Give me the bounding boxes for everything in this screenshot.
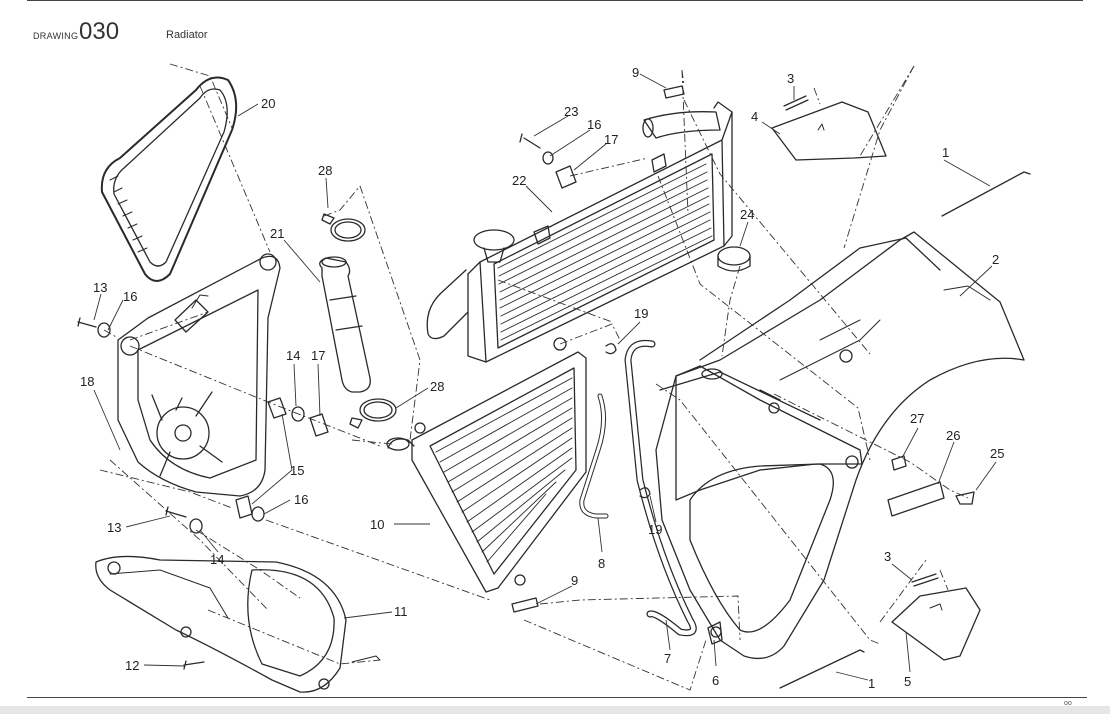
- callout-13-lower: 13: [107, 520, 121, 535]
- assembly-lines: [99, 63, 969, 691]
- callout-28: 28: [318, 163, 332, 178]
- callout-16-upper: 16: [587, 117, 601, 132]
- drawing-number: 030: [79, 18, 120, 45]
- callout-2: 2: [992, 252, 999, 267]
- callout-6: 6: [712, 673, 719, 688]
- callout-16-lower: 16: [294, 492, 308, 507]
- part-10-lower-radiator: [386, 337, 587, 593]
- callout-1-lower: 1: [868, 676, 875, 691]
- part-11-lower-cover: [95, 555, 381, 693]
- callout-labels: 20 28 21 13 16 18 14 17 15 28 13 14 16 1…: [80, 65, 1004, 691]
- drawing-title: Radiator: [166, 29, 208, 41]
- callout-8: 8: [598, 556, 605, 571]
- part-14-17-grommets: [97, 322, 329, 534]
- callout-20: 20: [261, 96, 275, 111]
- part-26-plate: [887, 481, 945, 517]
- part-13-screws: [77, 317, 187, 518]
- callout-27: 27: [910, 411, 924, 426]
- callout-14: 14: [286, 348, 300, 363]
- top-rule: [27, 0, 1083, 1]
- callout-1: 1: [942, 145, 949, 160]
- part-3-spring: [783, 95, 809, 111]
- callout-26: 26: [946, 428, 960, 443]
- part-21-hose: [319, 256, 371, 393]
- callout-11: 11: [394, 604, 408, 619]
- callout-3-lower: 3: [884, 549, 891, 564]
- part-5-bracket: [891, 587, 981, 661]
- callout-9-lower: 9: [571, 573, 578, 588]
- part-27-clip: [891, 455, 907, 471]
- part-1-rod: [941, 171, 1031, 217]
- part-25-screw: [955, 491, 975, 505]
- bottom-bar: [0, 706, 1110, 714]
- part-20-gasket: [100, 76, 238, 282]
- callout-19: 19: [634, 306, 648, 321]
- leader-lines: [93, 73, 997, 681]
- callout-10: 10: [370, 517, 384, 532]
- callout-17: 17: [311, 348, 325, 363]
- part-12-screw: [183, 660, 205, 670]
- drawing-label: DRAWING: [33, 31, 79, 41]
- part-6-clip: [707, 621, 723, 645]
- callout-24: 24: [740, 207, 754, 222]
- callout-19-lower: 19: [648, 522, 662, 537]
- callout-4: 4: [751, 109, 758, 124]
- callout-21: 21: [270, 226, 284, 241]
- callout-12: 12: [125, 658, 139, 673]
- callout-16: 16: [123, 289, 137, 304]
- part-23-screw: [519, 133, 541, 149]
- part-2-expansion-tank: [655, 231, 1025, 660]
- callout-18: 18: [80, 374, 94, 389]
- callout-9: 9: [632, 65, 639, 80]
- callout-22: 22: [512, 173, 526, 188]
- part-24-cap: [717, 246, 751, 266]
- callout-15: 15: [290, 463, 304, 478]
- part-9-pad: [663, 85, 685, 99]
- callout-25: 25: [990, 446, 1004, 461]
- callout-13: 13: [93, 280, 107, 295]
- part-28-clamps: [321, 213, 397, 429]
- callout-14-lower: 14: [210, 552, 224, 567]
- page-mark: oo: [1064, 700, 1072, 707]
- part-4-bracket: [771, 101, 887, 161]
- callout-7: 7: [664, 651, 671, 666]
- part-19-clip: [605, 343, 617, 355]
- callout-28-lower: 28: [430, 379, 444, 394]
- callout-17-upper: 17: [604, 132, 618, 147]
- callout-23: 23: [564, 104, 578, 119]
- callout-5: 5: [904, 674, 911, 689]
- bottom-rule: [27, 697, 1087, 698]
- part-22-upper-radiator: [426, 101, 733, 363]
- callout-3: 3: [787, 71, 794, 86]
- part-18-fan-shroud: [117, 253, 281, 497]
